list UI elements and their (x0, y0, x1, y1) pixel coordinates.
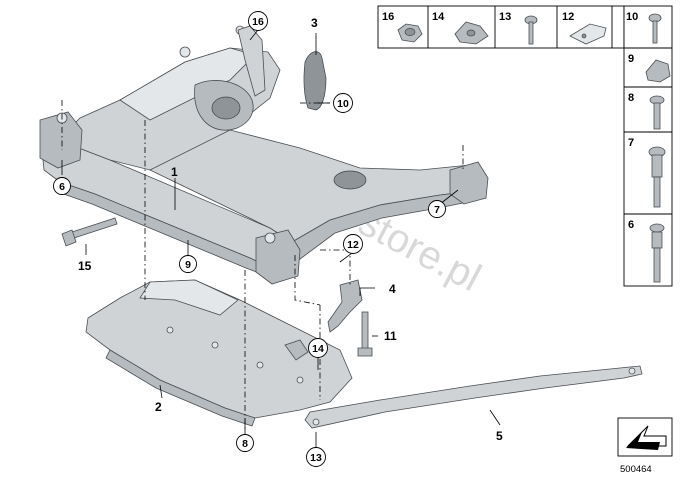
callout-3[interactable]: 3 (311, 16, 318, 30)
screw-13-icon[interactable] (524, 15, 538, 45)
front-axle-subframe[interactable] (39, 25, 489, 285)
callout-9[interactable]: 9 (179, 255, 197, 273)
callout-labels: 1 2 3 4 5 11 15 6 7 8 9 10 12 (53, 11, 503, 467)
orientation-symbol (617, 417, 673, 457)
thrust-strut-bar[interactable] (304, 365, 643, 429)
hw-label-13: 13 (499, 11, 511, 23)
callout-1[interactable]: 1 (171, 165, 178, 179)
hw-label-7: 7 (628, 137, 634, 149)
svg-text:6: 6 (59, 181, 65, 193)
callout-12[interactable]: 12 (343, 234, 363, 254)
callout-11[interactable]: 11 (384, 329, 397, 343)
bolt-6-icon[interactable] (649, 223, 665, 283)
screw-10-icon[interactable] (648, 13, 662, 44)
svg-text:7: 7 (434, 204, 440, 216)
bolt-7-icon[interactable] (648, 146, 666, 208)
rubber-mount[interactable] (303, 51, 327, 111)
svg-text:8: 8 (242, 438, 248, 450)
bolt-8-icon[interactable] (649, 95, 665, 130)
reference-number: 500464 (620, 464, 652, 475)
callout-10[interactable]: 10 (333, 93, 353, 113)
arrow-icon (626, 432, 660, 450)
clip-12-icon[interactable] (569, 23, 607, 45)
hex-nut-16-icon[interactable] (397, 23, 423, 43)
callout-8[interactable]: 8 (236, 434, 254, 452)
callout-2[interactable]: 2 (155, 400, 162, 414)
svg-text:14: 14 (312, 343, 324, 355)
callout-5[interactable]: 5 (496, 429, 503, 443)
hardware-table: 16 14 13 12 10 9 8 7 6 (377, 5, 673, 287)
hw-label-8: 8 (628, 92, 634, 104)
clip-nut-14-icon[interactable] (454, 21, 489, 45)
hw-label-16: 16 (382, 11, 394, 23)
svg-text:12: 12 (347, 239, 359, 251)
underbody-protection-plate[interactable] (85, 279, 353, 427)
hex-bolt-11[interactable] (357, 311, 373, 357)
svg-text:10: 10 (337, 98, 349, 110)
support-bracket[interactable] (327, 279, 363, 333)
callout-14[interactable]: 14 (308, 338, 328, 358)
hw-label-12: 12 (562, 11, 574, 23)
callout-15[interactable]: 15 (78, 259, 92, 273)
callout-7[interactable]: 7 (428, 200, 446, 218)
hw-label-14: 14 (432, 11, 445, 23)
hw-label-9: 9 (628, 53, 634, 65)
svg-text:16: 16 (252, 16, 264, 28)
hex-bolt-15[interactable] (61, 217, 118, 247)
svg-text:9: 9 (185, 259, 191, 271)
callout-4[interactable]: 4 (389, 282, 396, 296)
leader-lines (61, 29, 501, 448)
hw-label-6: 6 (628, 219, 634, 231)
callout-6[interactable]: 6 (53, 177, 71, 195)
svg-text:13: 13 (310, 452, 322, 464)
clip-nut-9-icon[interactable] (645, 59, 671, 83)
callout-16[interactable]: 16 (248, 11, 268, 31)
hw-label-10: 10 (626, 11, 638, 23)
callout-13[interactable]: 13 (306, 447, 326, 467)
